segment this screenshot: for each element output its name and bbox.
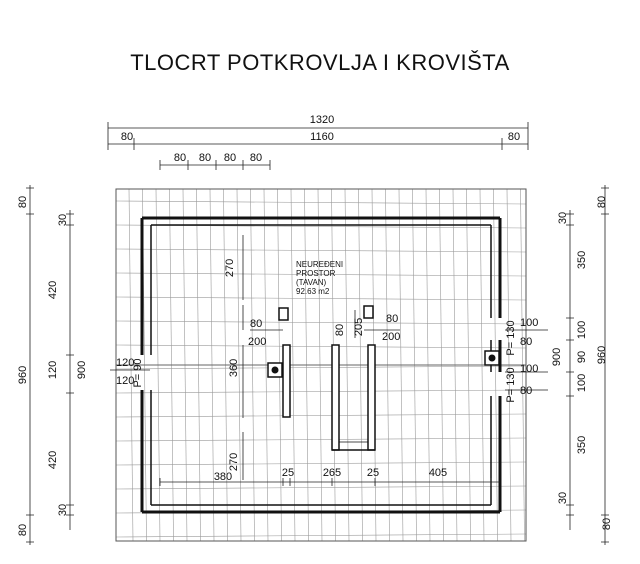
- dim-bottom-25b: 25: [367, 467, 379, 479]
- dimension-labels: 1320 1160 80 80 80 80 80 80 80 960 80 30…: [17, 114, 613, 536]
- dim-inner-270-bottom: 270: [228, 453, 240, 471]
- dim-inner-200-right: 200: [382, 331, 400, 343]
- dim-right-outer-bottom: 80: [601, 518, 613, 530]
- dim-bottom-25a: 25: [282, 467, 294, 479]
- dim-inner-80-left: 80: [250, 318, 262, 330]
- room-name-line3: (TAVAN): [296, 278, 327, 287]
- dim-left-window-label: 120: [116, 357, 134, 369]
- roof-batten-line: [115, 272, 527, 277]
- roof-batten-line: [115, 485, 527, 490]
- dim-left-inner-total: 900: [76, 361, 88, 379]
- dim-left-outer-bottom: 80: [17, 524, 29, 536]
- roof-batten-line: [115, 248, 527, 253]
- interior-elements: [278, 305, 376, 451]
- roof-batten-line: [115, 413, 527, 418]
- chimney-right: [484, 350, 500, 366]
- dim-right-mid-a: 100: [576, 321, 588, 339]
- roof-batten-line: [115, 437, 527, 442]
- dim-inner-80-mid: 80: [334, 324, 346, 336]
- roof-batten-line: [115, 365, 527, 370]
- roof-batten-line: [115, 344, 527, 349]
- dim-inner-360: 360: [228, 359, 240, 377]
- dim-right-inner-top: 30: [557, 212, 569, 224]
- dim-bottom-265: 265: [323, 467, 341, 479]
- dim-left-window: 120: [47, 361, 59, 379]
- roof-batten-line: [115, 320, 527, 325]
- dim-right-win2-p: P= 130: [505, 367, 517, 402]
- dim-right-win2-width: 100: [520, 363, 538, 375]
- chimney-left: [267, 362, 283, 378]
- dim-top-right-overhang: 80: [508, 131, 520, 143]
- dim-right-mid-c: 100: [576, 374, 588, 392]
- dim-inner-80-right: 80: [386, 313, 398, 325]
- attic-walls: [140, 216, 502, 514]
- dim-batten-2: 80: [199, 152, 211, 164]
- dim-right-win1-p: P= 130: [505, 320, 517, 355]
- roof-batten-line: [115, 296, 527, 301]
- dim-top-left-overhang: 80: [121, 131, 133, 143]
- plan-title: TLOCRT POTKROVLJA I KROVIŠTA: [130, 50, 510, 75]
- dim-left-upper: 420: [47, 281, 59, 299]
- dim-inner-205: 205: [353, 318, 365, 336]
- dimension-lines: [26, 122, 609, 545]
- dim-right-inner-bottom: 30: [557, 492, 569, 504]
- roof-batten-line: [115, 389, 527, 394]
- dim-left-inner-bottom: 30: [57, 504, 69, 516]
- dim-top-inner: 1160: [310, 131, 334, 143]
- dim-left-outer-total: 960: [17, 366, 29, 384]
- dim-right-win2-h: 80: [520, 385, 532, 397]
- dim-right-inner-total: 900: [551, 348, 563, 366]
- roof-tile-grid: [115, 188, 527, 542]
- dim-inner-200-left: 200: [248, 336, 266, 348]
- dim-batten-4: 80: [250, 152, 262, 164]
- dim-right-mid-b: 90: [576, 351, 588, 363]
- dim-bottom-405: 405: [429, 467, 447, 479]
- dim-left-outer-top: 80: [17, 196, 29, 208]
- dim-batten-3: 80: [224, 152, 236, 164]
- room-label: NEUREĐENI PROSTOR (TAVAN) 92.63 m2: [296, 260, 343, 296]
- dim-right-win1-width: 100: [520, 317, 538, 329]
- dim-left-inner-top: 30: [57, 214, 69, 226]
- roof-batten-line: [115, 533, 527, 538]
- room-name-line1: NEUREĐENI: [296, 260, 343, 269]
- dim-batten-1: 80: [174, 152, 186, 164]
- dim-right-lower: 350: [576, 436, 588, 454]
- room-area: 92.63 m2: [296, 287, 330, 296]
- dim-right-outer-total: 960: [596, 346, 608, 364]
- dim-bottom-380: 380: [214, 471, 232, 483]
- dim-inner-270-top: 270: [224, 259, 236, 277]
- dim-right-win1-h: 80: [520, 336, 532, 348]
- room-name-line2: PROSTOR: [296, 269, 336, 278]
- roof-batten-line: [115, 200, 527, 205]
- dim-right-outer-top: 80: [596, 196, 608, 208]
- dim-right-upper: 350: [576, 251, 588, 269]
- dim-left-window-p: P= 90: [132, 358, 144, 387]
- roof-outline: [115, 188, 527, 542]
- dim-left-lower: 420: [47, 451, 59, 469]
- dim-left-window-label2: 120: [116, 375, 134, 387]
- roof-batten-line: [115, 461, 527, 466]
- dim-top-total: 1320: [310, 114, 334, 126]
